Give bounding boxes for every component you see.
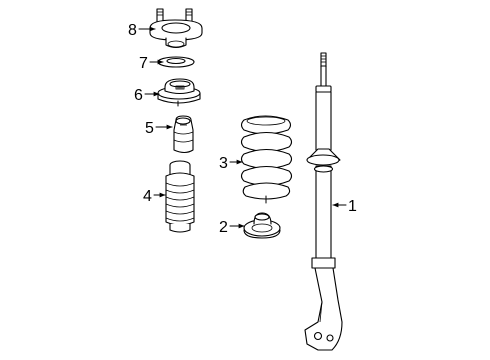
coil-spring-part [240, 115, 293, 204]
dust-boot-part [165, 160, 195, 233]
lower-spring-seat-part [243, 212, 281, 239]
callout-3: 3 [219, 155, 243, 172]
callout-1-label: 1 [348, 198, 357, 215]
callout-7: 7 [139, 55, 164, 72]
callout-8: 8 [128, 22, 156, 39]
callout-4-label: 4 [143, 188, 152, 205]
upper-spring-seat-part [157, 78, 201, 107]
callout-3-label: 3 [219, 155, 228, 172]
bump-stop-part [173, 115, 194, 154]
callout-6: 6 [134, 87, 160, 104]
upper-mount-part [149, 8, 203, 49]
insulator-ring-part [157, 56, 195, 68]
callout-1: 1 [332, 198, 357, 215]
callout-2-label: 2 [219, 219, 228, 236]
callout-5-label: 5 [145, 120, 154, 137]
callout-4: 4 [143, 188, 166, 205]
callout-5: 5 [145, 120, 173, 137]
callout-2: 2 [219, 219, 245, 236]
callout-6-label: 6 [134, 87, 143, 104]
callout-8-label: 8 [128, 22, 137, 39]
strut-assembly-part [304, 52, 343, 351]
callout-7-label: 7 [139, 55, 148, 72]
